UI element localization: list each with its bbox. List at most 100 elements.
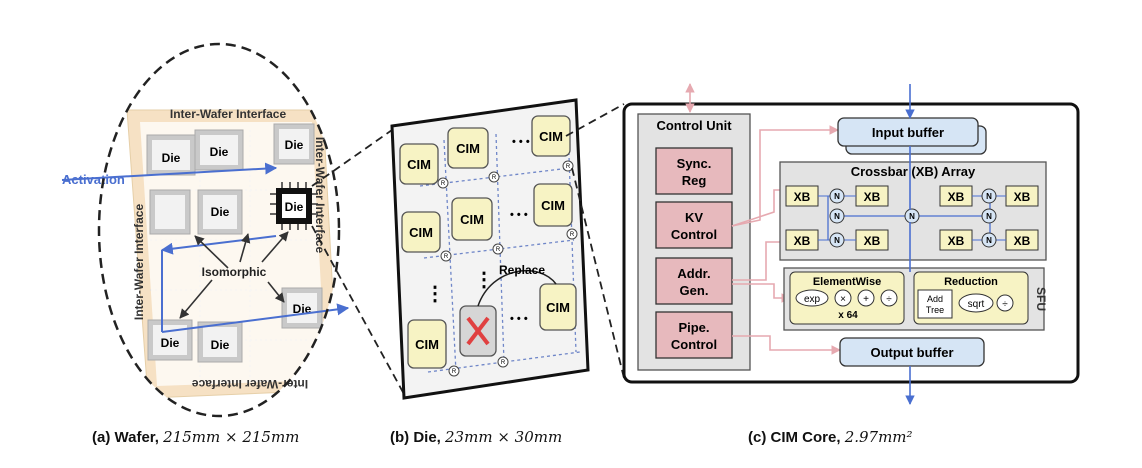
selected-die: Die xyxy=(270,182,318,230)
die-panel: CIM CIM • • • CIM CIM CIM • • • CIM ⋮ ⋮ … xyxy=(390,98,590,400)
svg-text:Add: Add xyxy=(927,294,943,304)
svg-text:XB: XB xyxy=(794,190,811,204)
cim-ellipsis: • • • xyxy=(512,136,530,148)
svg-text:CIM: CIM xyxy=(546,300,570,315)
svg-text:R: R xyxy=(492,175,497,181)
svg-text:Die: Die xyxy=(162,151,181,165)
svg-text:XB: XB xyxy=(948,234,965,248)
xb-block: XB xyxy=(939,229,973,251)
svg-text:CIM: CIM xyxy=(407,157,431,172)
svg-text:XB: XB xyxy=(794,234,811,248)
wafer-die: Die xyxy=(197,321,243,363)
kv-control-block: KV Control xyxy=(655,201,733,249)
svg-text:exp: exp xyxy=(804,294,821,305)
svg-text:Die: Die xyxy=(210,145,229,159)
caption-core-dim: 2.97mm² xyxy=(844,428,913,446)
xb-block: XB xyxy=(855,229,889,251)
svg-text:N: N xyxy=(986,192,992,201)
cim-core-panel: Control Unit Sync. Reg KV Control Addr. … xyxy=(622,83,1080,405)
crossbar-title: Crossbar (XB) Array xyxy=(851,164,976,179)
svg-text:CIM: CIM xyxy=(460,212,484,227)
isomorphic-label: Isomorphic xyxy=(202,265,267,279)
svg-text:Die: Die xyxy=(211,205,230,219)
reduction-unit: Reduction Add Tree sqrt ÷ xyxy=(913,271,1029,325)
wafer-panel: Die Die Die Die xyxy=(61,42,350,418)
activation-label: Activation xyxy=(62,172,125,187)
svg-text:Control: Control xyxy=(671,337,717,352)
svg-text:R: R xyxy=(570,232,575,238)
svg-text:R: R xyxy=(496,247,501,253)
interface-label-left: Inter-Wafer Interface xyxy=(132,204,146,321)
svg-text:sqrt: sqrt xyxy=(968,299,985,310)
cim-ellipsis: • • • xyxy=(510,313,528,325)
svg-text:CIM: CIM xyxy=(409,225,433,240)
xb-block: XB xyxy=(1005,185,1039,207)
caption-core-label: (c) CIM Core, xyxy=(748,429,841,446)
wafer-die xyxy=(149,189,191,235)
cim-vertical-ellipsis: ⋮ xyxy=(474,269,494,291)
control-unit-title: Control Unit xyxy=(656,118,732,133)
svg-text:Sync.: Sync. xyxy=(677,156,712,171)
svg-text:x 64: x 64 xyxy=(838,310,858,321)
svg-text:XB: XB xyxy=(864,234,881,248)
svg-text:XB: XB xyxy=(1014,234,1031,248)
svg-text:R: R xyxy=(501,360,506,366)
svg-text:N: N xyxy=(909,212,915,221)
router-nodes: R R R R R R R R xyxy=(437,160,578,377)
svg-text:R: R xyxy=(452,369,457,375)
svg-text:N: N xyxy=(834,236,840,245)
interface-label-top: Inter-Wafer Interface xyxy=(170,107,287,121)
svg-text:Addr.: Addr. xyxy=(677,266,710,281)
svg-text:R: R xyxy=(444,254,449,260)
caption-wafer-label: (a) Wafer, xyxy=(92,429,159,446)
caption-wafer-dim: 215mm × 215mm xyxy=(163,428,300,446)
svg-text:CIM: CIM xyxy=(539,129,563,144)
wafer-die: Die xyxy=(146,134,196,176)
sfu-label: SFU xyxy=(1034,287,1048,311)
svg-text:N: N xyxy=(986,212,992,221)
svg-text:ElementWise: ElementWise xyxy=(813,276,881,288)
crossbar-array-panel xyxy=(779,161,1047,261)
caption-die-label: (b) Die, xyxy=(390,429,441,446)
xb-block: XB xyxy=(785,229,819,251)
network-nodes: N N N N N N N xyxy=(818,188,1006,248)
zoom-lines-ab xyxy=(311,129,405,395)
svg-text:R: R xyxy=(566,164,571,170)
xb-block: XB xyxy=(1005,229,1039,251)
zoom-lines-bc xyxy=(565,103,625,379)
cim-tile: CIM xyxy=(407,319,447,369)
svg-text:÷: ÷ xyxy=(1002,299,1008,310)
svg-text:N: N xyxy=(834,212,840,221)
wafer-die: Die xyxy=(281,287,323,329)
svg-text:Die: Die xyxy=(285,200,304,214)
caption-wafer: (a) Wafer, 215mm × 215mm xyxy=(92,428,299,446)
xb-block: XB xyxy=(855,185,889,207)
wafer-die: Die xyxy=(197,189,243,235)
svg-text:Die: Die xyxy=(211,338,230,352)
svg-text:KV: KV xyxy=(685,210,703,225)
output-buffer: Output buffer xyxy=(839,337,985,367)
svg-text:Die: Die xyxy=(285,138,304,152)
cim-tile: CIM xyxy=(401,211,441,253)
svg-text:XB: XB xyxy=(864,190,881,204)
wafer-die: Die xyxy=(194,129,244,171)
svg-text:N: N xyxy=(834,192,840,201)
svg-text:Input buffer: Input buffer xyxy=(872,125,944,140)
faulty-cim-tile xyxy=(459,305,497,357)
svg-text:Output buffer: Output buffer xyxy=(870,345,953,360)
input-buffer: Input buffer xyxy=(837,117,979,147)
svg-text:÷: ÷ xyxy=(886,294,892,305)
svg-text:Control: Control xyxy=(671,227,717,242)
caption-core: (c) CIM Core, 2.97mm² xyxy=(748,428,913,446)
wafer-outline xyxy=(97,42,341,418)
cim-tile: CIM xyxy=(447,127,489,169)
interface-label-bottom: Inter-Wafer Interface xyxy=(192,377,309,391)
xb-block: XB xyxy=(939,185,973,207)
replace-label: Replace xyxy=(499,263,545,277)
svg-text:×: × xyxy=(840,294,846,305)
svg-text:CIM: CIM xyxy=(415,337,439,352)
cim-tile: CIM xyxy=(451,197,493,241)
replace-arc xyxy=(477,270,557,307)
cim-tile: CIM xyxy=(533,183,573,227)
